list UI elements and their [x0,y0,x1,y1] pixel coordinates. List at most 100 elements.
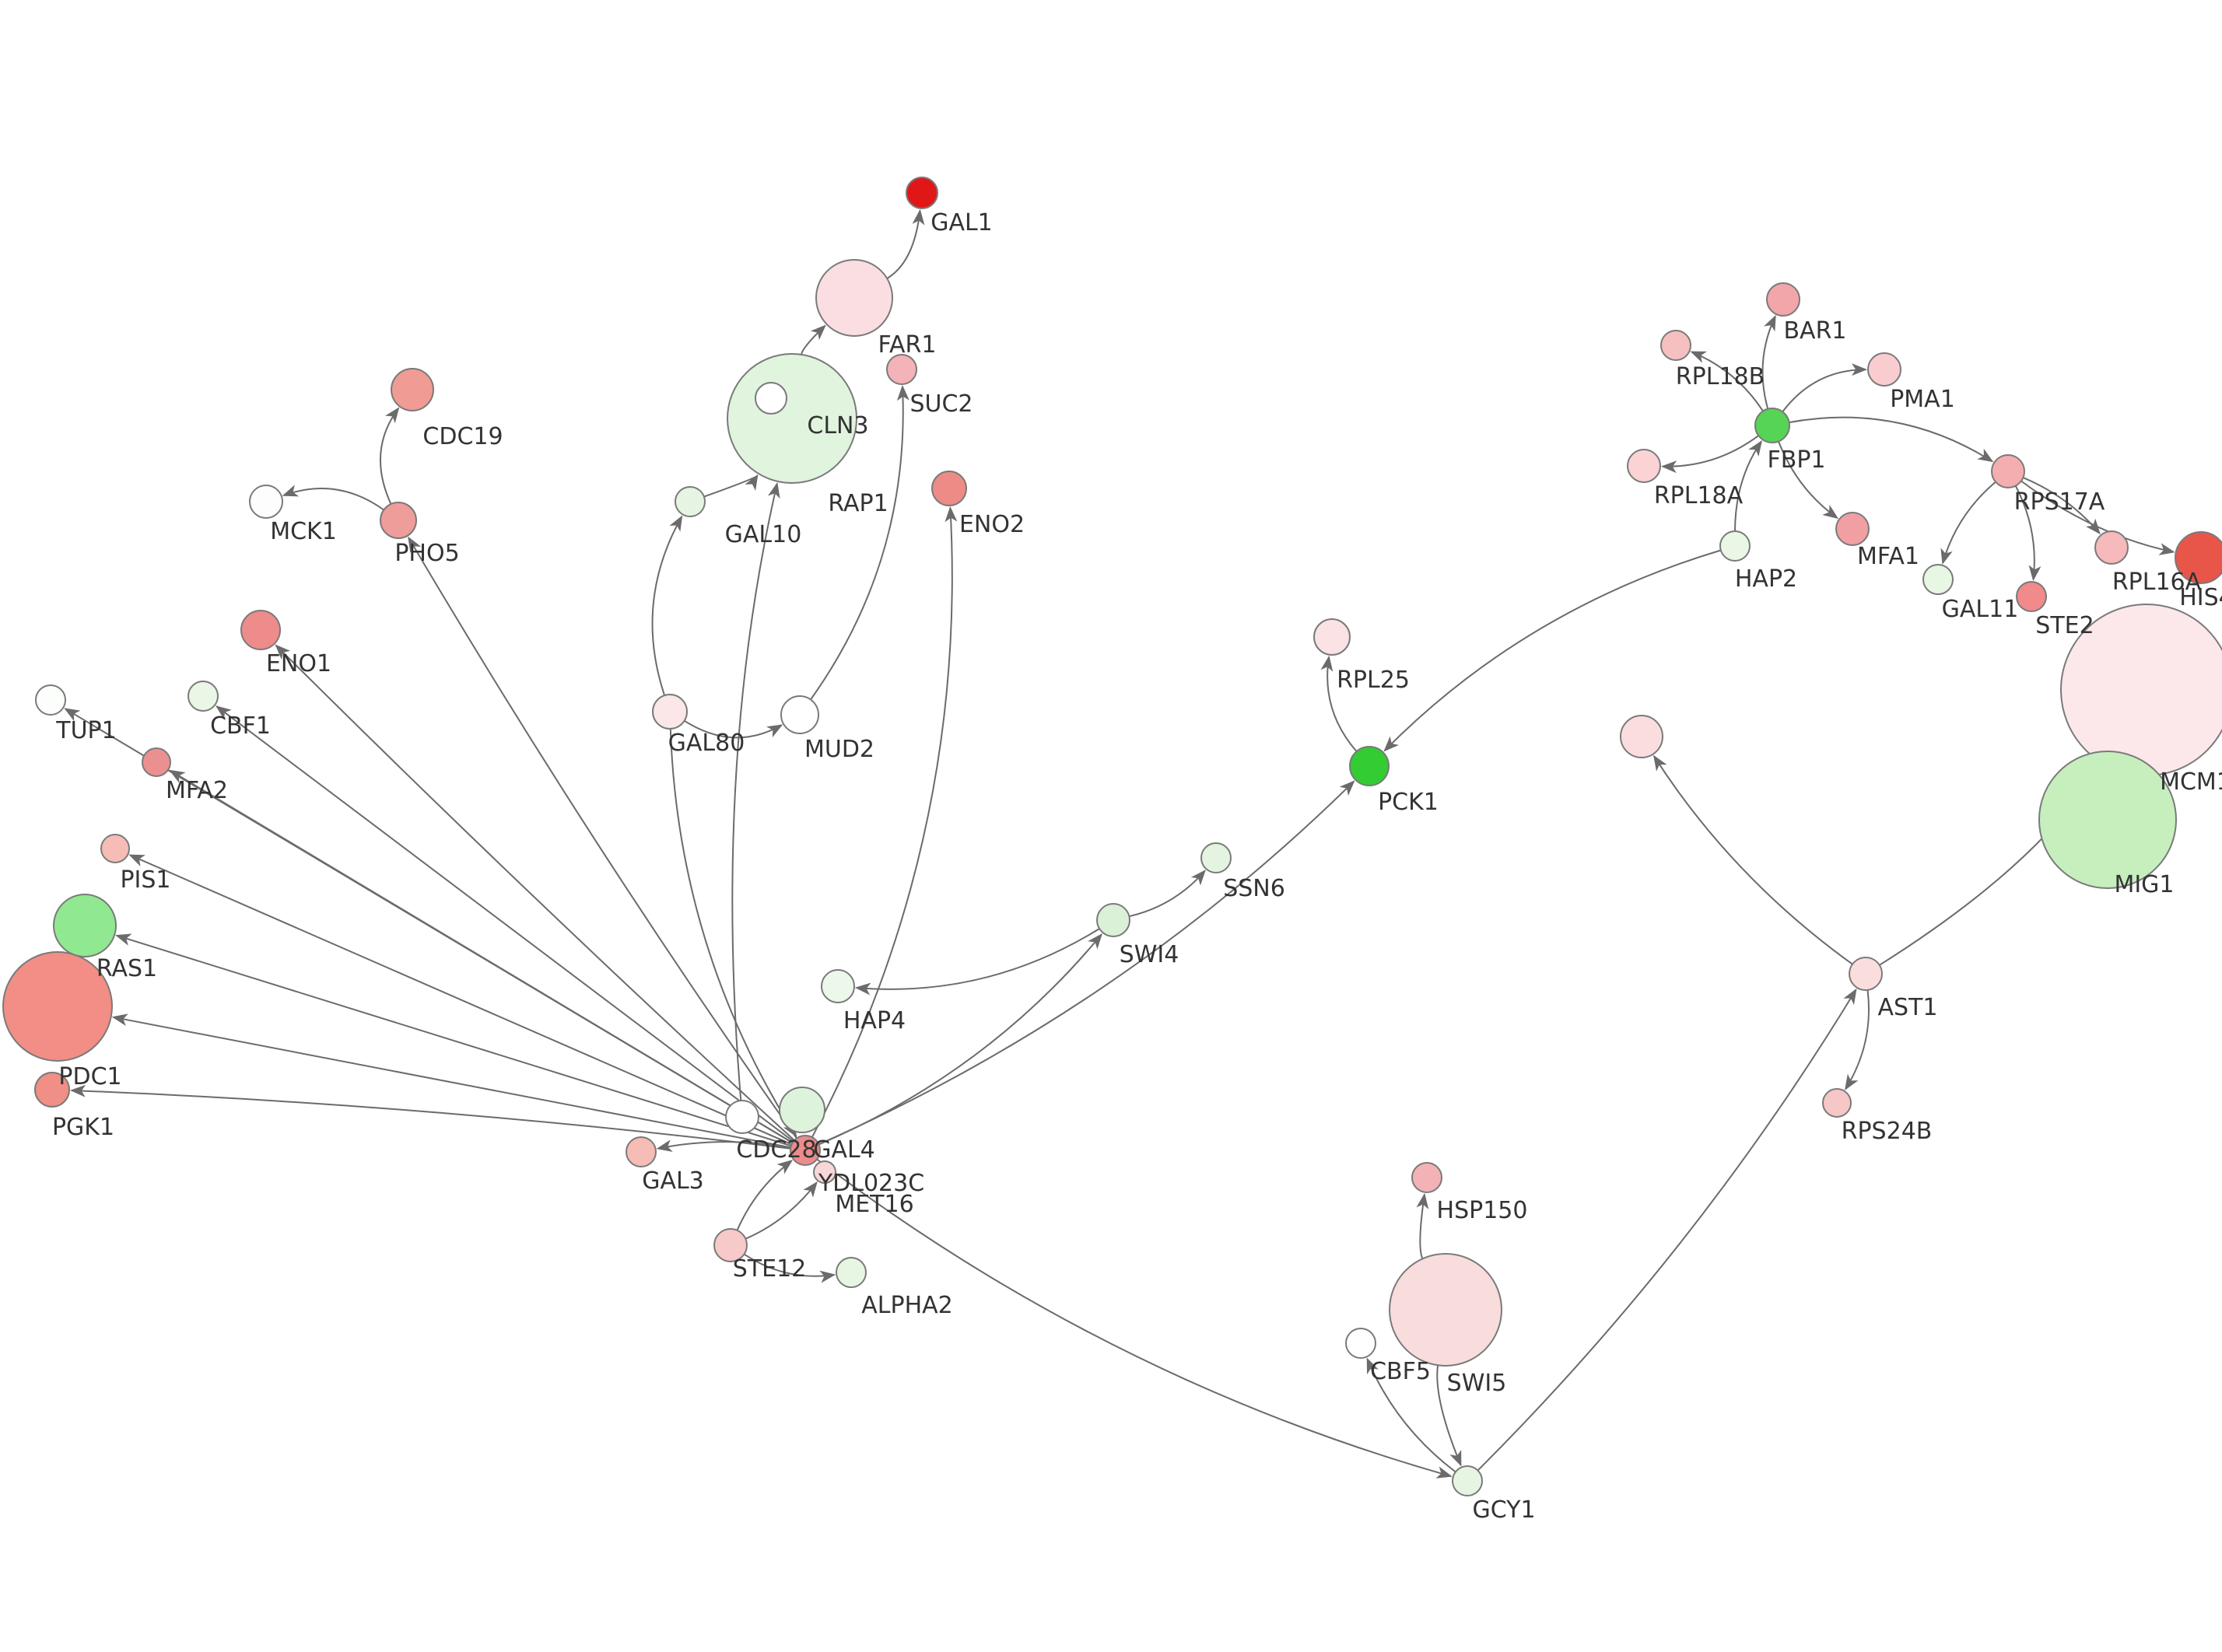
edge-gal4-gal3[interactable] [656,1139,791,1153]
node-mfa1[interactable] [1835,512,1870,546]
node-swi5[interactable] [1389,1253,1502,1367]
node-ste2[interactable] [2016,581,2047,612]
node-gal10[interactable] [675,486,706,517]
node-tup1[interactable] [35,684,66,716]
node-mud2[interactable] [780,695,819,734]
node-gcy1[interactable] [1452,1465,1483,1496]
edge-gal4-pgk1[interactable] [70,1084,791,1150]
edge-gcy1-ast1[interactable] [1477,988,1857,1472]
node-ssn6[interactable] [1200,842,1232,873]
node-pis1[interactable] [100,834,130,863]
node-mck1[interactable] [249,485,283,519]
edge-gal4-mfa2[interactable] [169,769,794,1144]
edge-cln3-far1[interactable] [801,324,826,355]
node-gal3[interactable] [626,1136,657,1167]
node-swi4[interactable] [1096,903,1130,937]
edge-ste12-gal4[interactable] [736,1160,794,1231]
edge-gal4-pis1[interactable] [128,854,793,1146]
node-mfa2[interactable] [142,747,171,777]
edge-gal4-gcy1[interactable] [816,1158,1453,1479]
node-eno2[interactable] [931,471,967,506]
node-met16[interactable] [813,1160,836,1184]
node-cbf1[interactable] [188,681,219,712]
node-ydl023c[interactable] [779,1087,825,1133]
node-ras1[interactable] [53,894,117,957]
edge-rps17a-rpl16a[interactable] [2023,477,2101,535]
node-rpl16a[interactable] [2094,530,2129,565]
edge-pck1-rpl25[interactable] [1320,655,1358,752]
edge-rps17a-ste2[interactable] [2014,485,2042,582]
node-suc2[interactable] [886,354,917,385]
edge-gal10-cln3[interactable] [703,474,759,498]
node-cbf5[interactable] [1345,1328,1376,1359]
edge-gal4-pck1[interactable] [818,780,1355,1146]
node-rpl18a[interactable] [1627,449,1661,483]
edge-hap2-pck1[interactable] [1383,549,1722,752]
node-rps17a[interactable] [1991,454,2025,488]
node-hsp150[interactable] [1411,1162,1442,1193]
node-pdc1[interactable] [2,951,113,1062]
edge-gal4-swi4[interactable] [818,933,1102,1146]
node-gal1[interactable] [906,177,938,209]
node-gal80[interactable] [652,694,688,730]
edge-swi5-hsp150[interactable] [1416,1192,1429,1259]
edge-fbp1-bar1[interactable] [1761,314,1776,410]
node-rpl25[interactable] [1313,618,1351,656]
node-cln3[interactable] [727,353,857,484]
edge-gal4-pho5[interactable] [408,536,797,1139]
edge-rps17a-his4[interactable] [2020,480,2175,555]
edge-gal80-mud2[interactable] [684,719,783,739]
edge-gal80-gal10[interactable] [651,515,683,696]
node-pck1[interactable] [1349,746,1390,786]
node-bar1[interactable] [1766,282,1800,317]
edge-gal4-eno2[interactable] [811,506,958,1138]
node-gal11[interactable] [1922,564,1954,595]
edge-gal4-eno1[interactable] [275,644,795,1141]
edge-gal4-ras1[interactable] [115,933,792,1147]
edge-ste12-alpha2[interactable] [743,1253,836,1283]
node-gal4[interactable] [790,1135,821,1166]
edge-gal4-cbf1[interactable] [216,705,794,1143]
edge-far1-gal1[interactable] [886,208,925,279]
edge-rps17a-gal11[interactable] [1940,481,1996,565]
edge-swi4-ssn6[interactable] [1129,870,1206,918]
node-far1[interactable] [815,259,893,337]
node-pgk1[interactable] [34,1072,70,1108]
node-pho5[interactable] [380,502,417,539]
edge-hap2-fbp1[interactable] [1734,439,1763,532]
edge-ste12-met16[interactable] [745,1181,818,1240]
edge-swi4-hap4[interactable] [854,928,1100,996]
edge-fbp1-mfa1[interactable] [1778,441,1839,520]
node-eno1[interactable] [240,610,281,650]
edge-fbp1-rpl18b[interactable] [1690,351,1764,412]
edge-fbp1-pma1[interactable] [1782,363,1867,413]
edge-gal80-gal4[interactable] [669,728,797,1138]
node-cdc19[interactable] [391,368,434,411]
node-cdc28[interactable] [725,1100,759,1134]
edge-cdc28-cln3[interactable] [731,481,780,1101]
edge-ast1-nodex[interactable] [1653,754,1853,965]
node-ast1[interactable] [1849,957,1883,991]
node-alpha2[interactable] [836,1257,867,1288]
edge-gcy1-cbf5[interactable] [1366,1357,1456,1473]
edge-pho5-mck1[interactable] [282,485,384,511]
edge-pho5-cdc19[interactable] [380,407,400,505]
node-fbp1[interactable] [1754,408,1790,443]
edge-ast1-rps24b[interactable] [1845,989,1870,1090]
node-hap4[interactable] [821,969,855,1003]
node-rps24b[interactable] [1822,1088,1852,1118]
node-pma1[interactable] [1867,352,1901,387]
node-mig1[interactable] [2038,751,2177,889]
edge-gal4-pdc1[interactable] [111,1013,791,1149]
edge-fbp1-rps17a[interactable] [1789,416,1994,463]
node-rap1[interactable] [755,382,787,415]
edge-swi5-gcy1[interactable] [1436,1365,1462,1467]
edge-fbp1-rpl18a[interactable] [1661,435,1759,474]
node-nodex[interactable] [1620,715,1663,758]
node-his4[interactable] [2175,531,2222,584]
edge-mud2-suc2[interactable] [810,385,909,701]
node-hap2[interactable] [1719,530,1751,562]
node-rpl18b[interactable] [1660,330,1691,361]
